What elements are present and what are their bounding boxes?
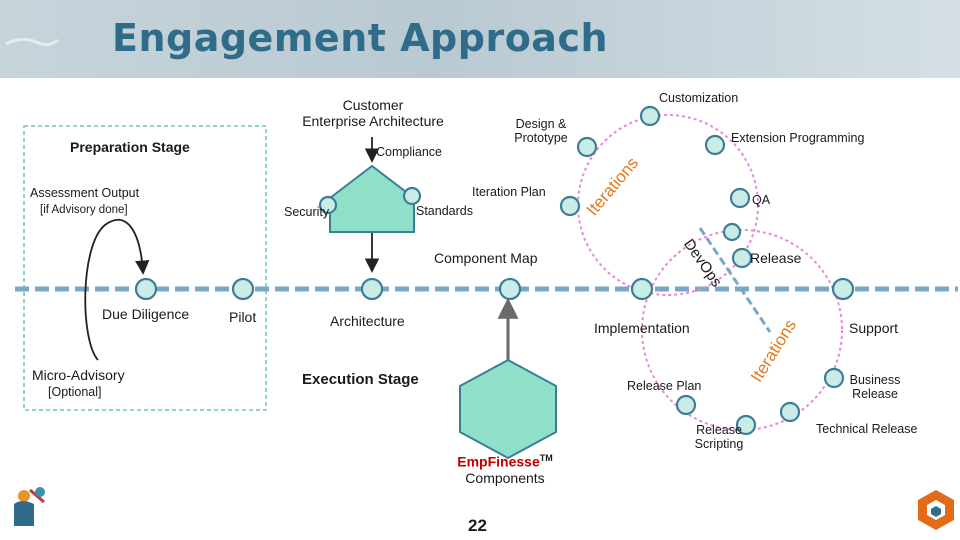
due-diligence-label: Due Diligence [102, 306, 190, 322]
pilot-label: Pilot [229, 309, 257, 325]
security-label: Security [284, 205, 330, 219]
node-implementation [630, 277, 654, 301]
design-prototype-label: Design & Prototype [505, 117, 577, 145]
customer-ea-label: Customer Enterprise Architecture [288, 97, 458, 129]
components-hexagon [459, 358, 557, 460]
node-customization [639, 105, 661, 127]
title-bar [0, 0, 960, 78]
support-label: Support [849, 320, 899, 336]
iteration-plan-label: Iteration Plan [472, 185, 546, 199]
page-number: 22 [468, 516, 487, 535]
node-technical-release [779, 401, 801, 423]
header-decoration [5, 37, 59, 47]
micro-advisory-label: Micro-Advisory [32, 367, 125, 383]
devops-diagonal-line [698, 227, 772, 333]
release-scripting-line-2: Scripting [694, 437, 744, 451]
execution-stage-label: Execution Stage [302, 371, 419, 388]
node-extension-programming [704, 134, 726, 156]
components-label: EmpFinesseTM Components [440, 453, 570, 486]
node-pilot [231, 277, 255, 301]
brand-trademark: TM [539, 453, 553, 463]
release-plan-label: Release Plan [627, 379, 702, 393]
node-architecture [360, 277, 384, 301]
business-release-label: Business Release [840, 373, 910, 401]
node-support [831, 277, 855, 301]
customization-label: Customization [659, 91, 739, 105]
advisory-curve-arrow [84, 219, 150, 361]
design-prototype-line-2: Prototype [514, 131, 568, 145]
release-scripting-line-1: Release [696, 423, 742, 437]
preparation-stage-label: Preparation Stage [70, 139, 190, 155]
page-title: Engagement Approach [112, 16, 609, 60]
node-release [731, 247, 753, 269]
assessment-output-label: Assessment Output [30, 186, 140, 200]
implementation-label: Implementation [594, 320, 690, 336]
architecture-house-shape [329, 164, 415, 233]
node-devops [722, 222, 742, 242]
micro-advisory-note: [Optional] [48, 385, 102, 399]
business-release-line-1: Business [849, 373, 901, 387]
node-release-plan [675, 394, 697, 416]
release-scripting-label: Release Scripting [686, 423, 752, 451]
component-map-label: Component Map [434, 250, 538, 266]
brand-cube-icon [918, 490, 954, 530]
node-design-prototype [576, 136, 598, 158]
compliance-label: Compliance [376, 145, 443, 159]
qa-label: QA [752, 193, 771, 207]
components-text: Components [465, 469, 545, 486]
technical-release-label: Technical Release [816, 422, 918, 436]
design-prototype-line-1: Design & [515, 117, 567, 131]
node-iteration-plan [559, 195, 581, 217]
extension-programming-label: Extension Programming [731, 131, 865, 145]
customer-ea-line-2: Enterprise Architecture [302, 113, 444, 129]
architecture-label: Architecture [330, 313, 405, 329]
standards-label: Standards [416, 204, 473, 218]
node-due-diligence [134, 277, 158, 301]
app-logo-icon [14, 487, 45, 526]
brand-prefix: Emp [457, 453, 488, 470]
node-release-scripting [735, 414, 757, 436]
node-standards [402, 186, 422, 206]
node-qa [729, 187, 751, 209]
customer-ea-line-1: Customer [342, 97, 404, 113]
node-business-release [823, 367, 845, 389]
node-security [318, 195, 338, 215]
assessment-output-note: [if Advisory done] [40, 204, 128, 216]
node-component-map [498, 277, 522, 301]
business-release-line-2: Release [852, 387, 898, 401]
brand-suffix: Finesse [487, 453, 540, 470]
release-label: Release [750, 250, 802, 266]
